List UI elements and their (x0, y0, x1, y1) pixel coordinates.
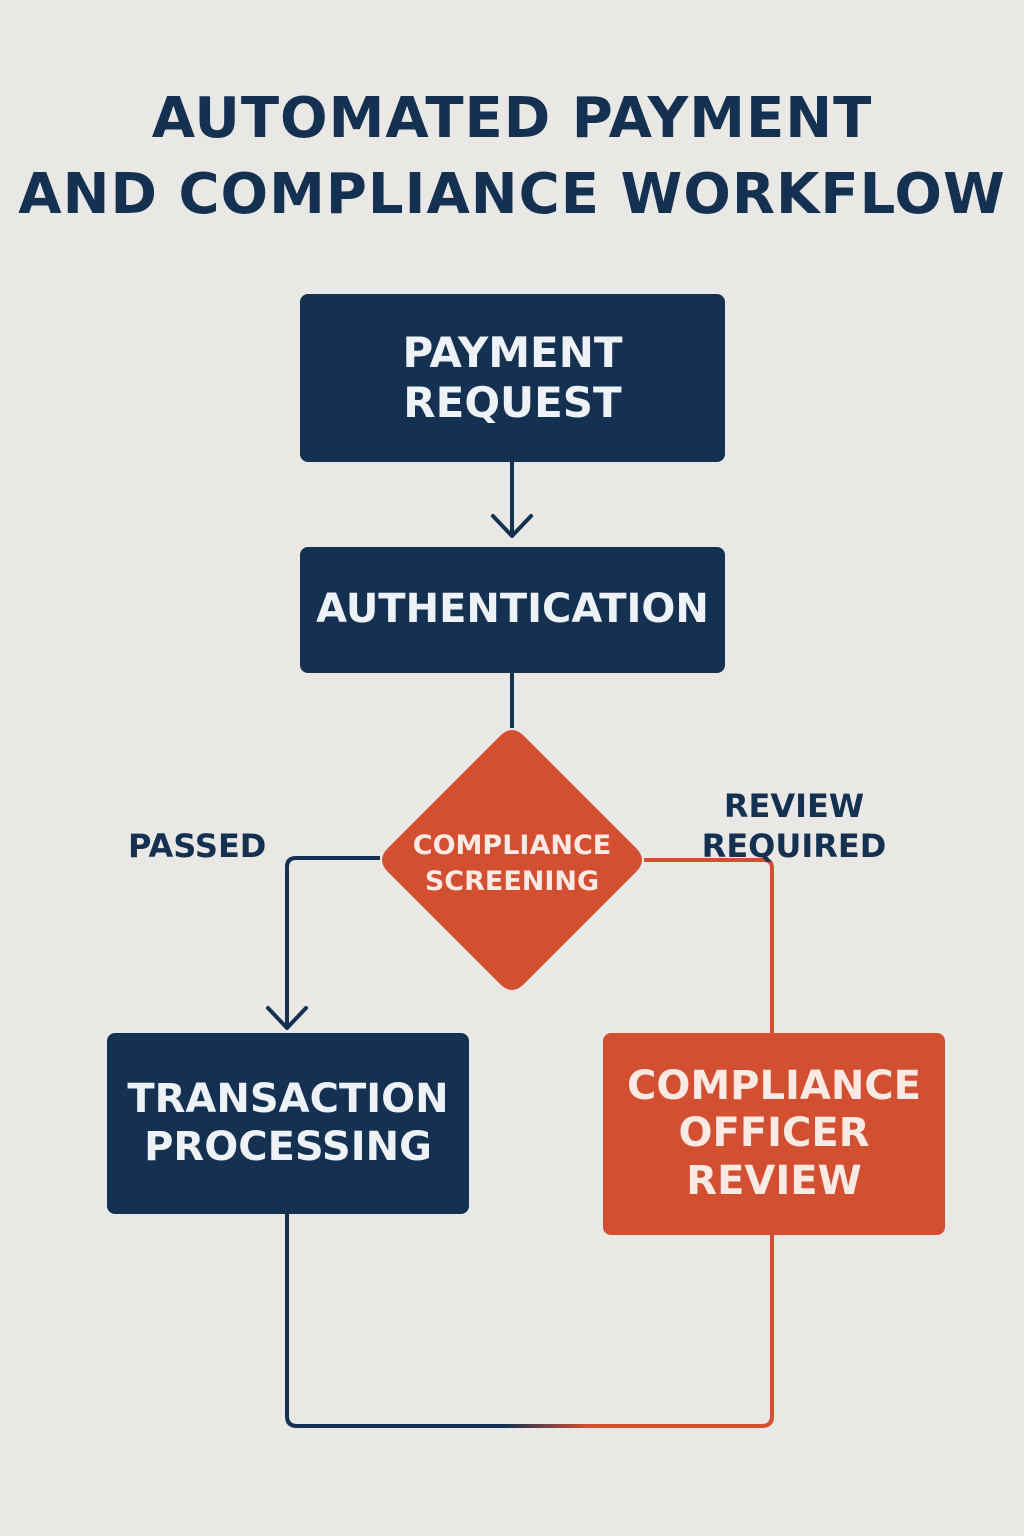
node-compliance-officer-review-line-3: REVIEW (686, 1157, 862, 1204)
node-compliance-screening-line-1: COMPLIANCE (412, 830, 612, 861)
connector-passed-branch (285, 856, 380, 1025)
branch-label-review-required-line-1: REVIEW (723, 787, 865, 825)
node-compliance-officer-review-line-2: OFFICER (678, 1110, 870, 1157)
node-compliance-screening-label: COMPLIANCE SCREENING (392, 828, 632, 901)
arrowhead-down-icon (266, 1006, 308, 1030)
branch-label-review-required: REVIEW REQUIRED (700, 786, 888, 866)
node-transaction-processing-line-1: TRANSACTION (127, 1076, 449, 1123)
node-authentication-label: AUTHENTICATION (316, 586, 709, 633)
connector-review-branch (644, 858, 774, 1033)
branch-label-passed: PASSED (128, 827, 267, 865)
node-payment-request: PAYMENT REQUEST (300, 294, 725, 462)
node-payment-request-line-1: PAYMENT (402, 328, 623, 378)
connector-bottom-loop (285, 1214, 774, 1428)
node-compliance-officer-review-line-1: COMPLIANCE (627, 1063, 921, 1110)
diagram-title-line-1: AUTOMATED PAYMENT (151, 86, 873, 151)
compliance-screening-diamond (382, 730, 642, 990)
node-transaction-processing: TRANSACTION PROCESSING (107, 1033, 469, 1214)
node-transaction-processing-line-2: PROCESSING (144, 1123, 432, 1170)
node-compliance-screening-line-2: SCREENING (424, 866, 600, 898)
branch-label-review-required-line-2: REQUIRED (701, 827, 887, 865)
node-payment-request-line-2: REQUEST (403, 378, 622, 427)
diagram-title-line-2: AND COMPLIANCE WORKFLOW (18, 162, 1006, 227)
arrowhead-down-icon (491, 514, 533, 538)
node-compliance-officer-review: COMPLIANCE OFFICER REVIEW (603, 1033, 945, 1235)
node-authentication: AUTHENTICATION (300, 547, 725, 673)
